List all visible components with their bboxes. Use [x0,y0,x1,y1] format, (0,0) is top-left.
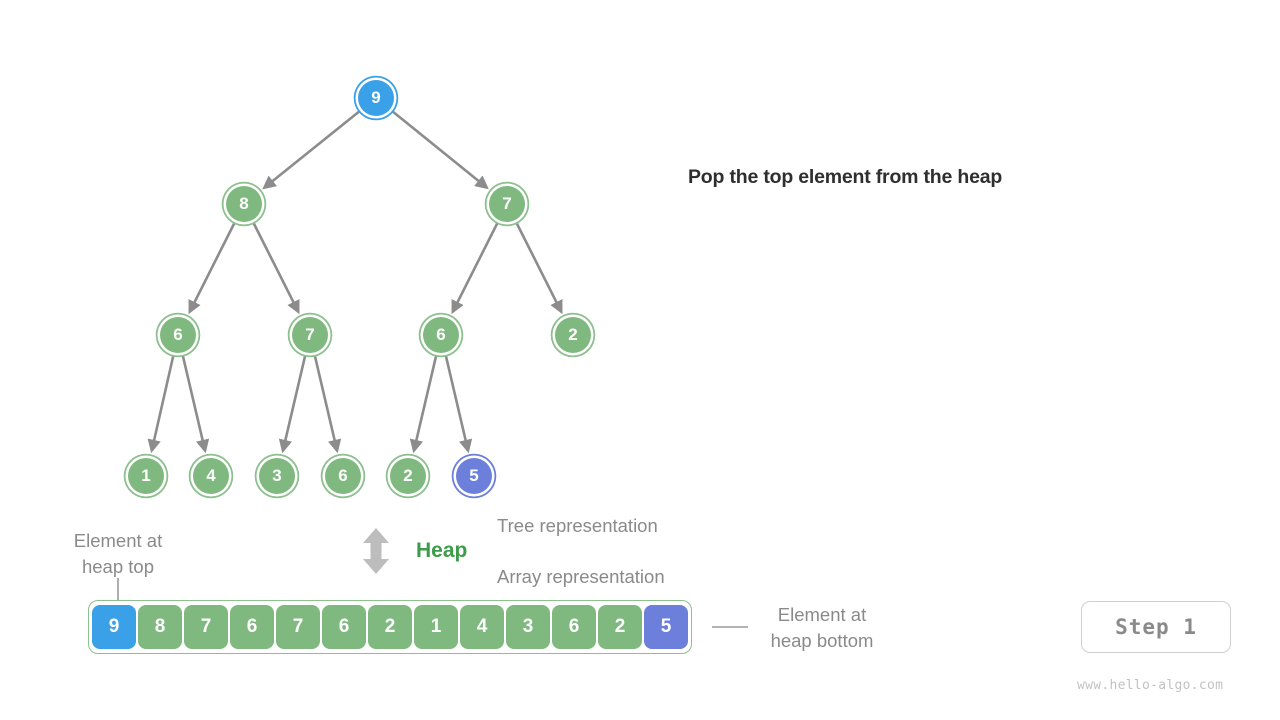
tree-edge [278,355,307,454]
tree-edge [252,222,300,315]
array-cell: 9 [92,605,136,649]
tree-edge [188,222,236,315]
array-cell: 4 [460,605,504,649]
array-cell-value: 4 [476,616,488,637]
tree-representation-label: Tree representation [497,515,658,536]
array-cell-value: 7 [200,616,212,637]
array-cell: 3 [506,605,550,649]
tree-node-value: 6 [173,325,183,344]
array-cell-value: 6 [338,616,350,637]
array-cell-value: 8 [154,616,166,637]
tree-node: 8 [226,186,262,222]
watermark: www.hello-algo.com [1077,678,1224,693]
array-cell: 6 [230,605,274,649]
tree-node: 4 [193,458,229,494]
array-cell-value: 5 [660,616,672,637]
tree-node-value: 6 [338,466,348,485]
array-cell-value: 2 [384,616,396,637]
heap-label: Heap [416,539,468,562]
tree-edge [515,222,563,315]
array-cell-value: 6 [246,616,258,637]
tree-node: 3 [259,458,295,494]
tree-node-value: 9 [371,88,381,107]
tree-node: 6 [160,317,196,353]
array-cell-value: 9 [108,616,120,637]
tree-node: 6 [325,458,361,494]
array-cell: 2 [598,605,642,649]
tree-edge [313,355,342,454]
tree-node-value: 8 [239,194,249,213]
array-cell-value: 6 [568,616,580,637]
array-representation-label: Array representation [497,566,665,587]
array-cell: 5 [644,605,688,649]
tree-node: 6 [423,317,459,353]
array-representation: 9 8 7 6 7 6 2 1 4 3 6 2 5 [88,600,692,654]
tree-edge [147,355,175,454]
tree-edge [444,355,473,454]
tree-edge [391,110,489,190]
array-cell-value: 7 [292,616,304,637]
tree-node-value: 7 [502,194,512,213]
tree-edge-group [147,110,563,454]
tree-node-value: 5 [469,466,479,485]
array-cell: 1 [414,605,458,649]
array-cell: 8 [138,605,182,649]
tree-node-value: 1 [141,466,151,485]
tree-edge [181,355,210,454]
array-cell-value: 3 [522,616,534,637]
tree-node: 7 [489,186,525,222]
tree-node-value: 2 [568,325,578,344]
array-cell-value: 1 [430,616,442,637]
double-headed-vertical-arrow-icon [363,528,389,574]
array-cell: 2 [368,605,412,649]
tree-edge [409,355,438,454]
array-cell: 7 [276,605,320,649]
tree-node-value: 4 [206,466,216,485]
heap-bottom-annotation: Element at heap bottom [770,604,874,652]
tree-node-value: 3 [272,466,282,485]
array-cell: 7 [184,605,228,649]
tree-node-value: 2 [403,466,413,485]
tree-node: 9 [358,80,394,116]
tree-node-value: 6 [436,325,446,344]
tree-node-value: 7 [305,325,315,344]
step-badge: Step 1 [1081,601,1231,653]
array-cell-value: 2 [614,616,626,637]
tree-node: 7 [292,317,328,353]
tree-node: 5 [456,458,492,494]
heap-top-annotation: Element at heap top [73,530,163,578]
tree-node: 2 [555,317,591,353]
tree-node: 1 [128,458,164,494]
tree-edge [451,222,499,315]
array-cell: 6 [322,605,366,649]
tree-node: 2 [390,458,426,494]
page-title: Pop the top element from the heap [688,166,1003,188]
tree-edge [262,110,361,190]
array-cell: 6 [552,605,596,649]
